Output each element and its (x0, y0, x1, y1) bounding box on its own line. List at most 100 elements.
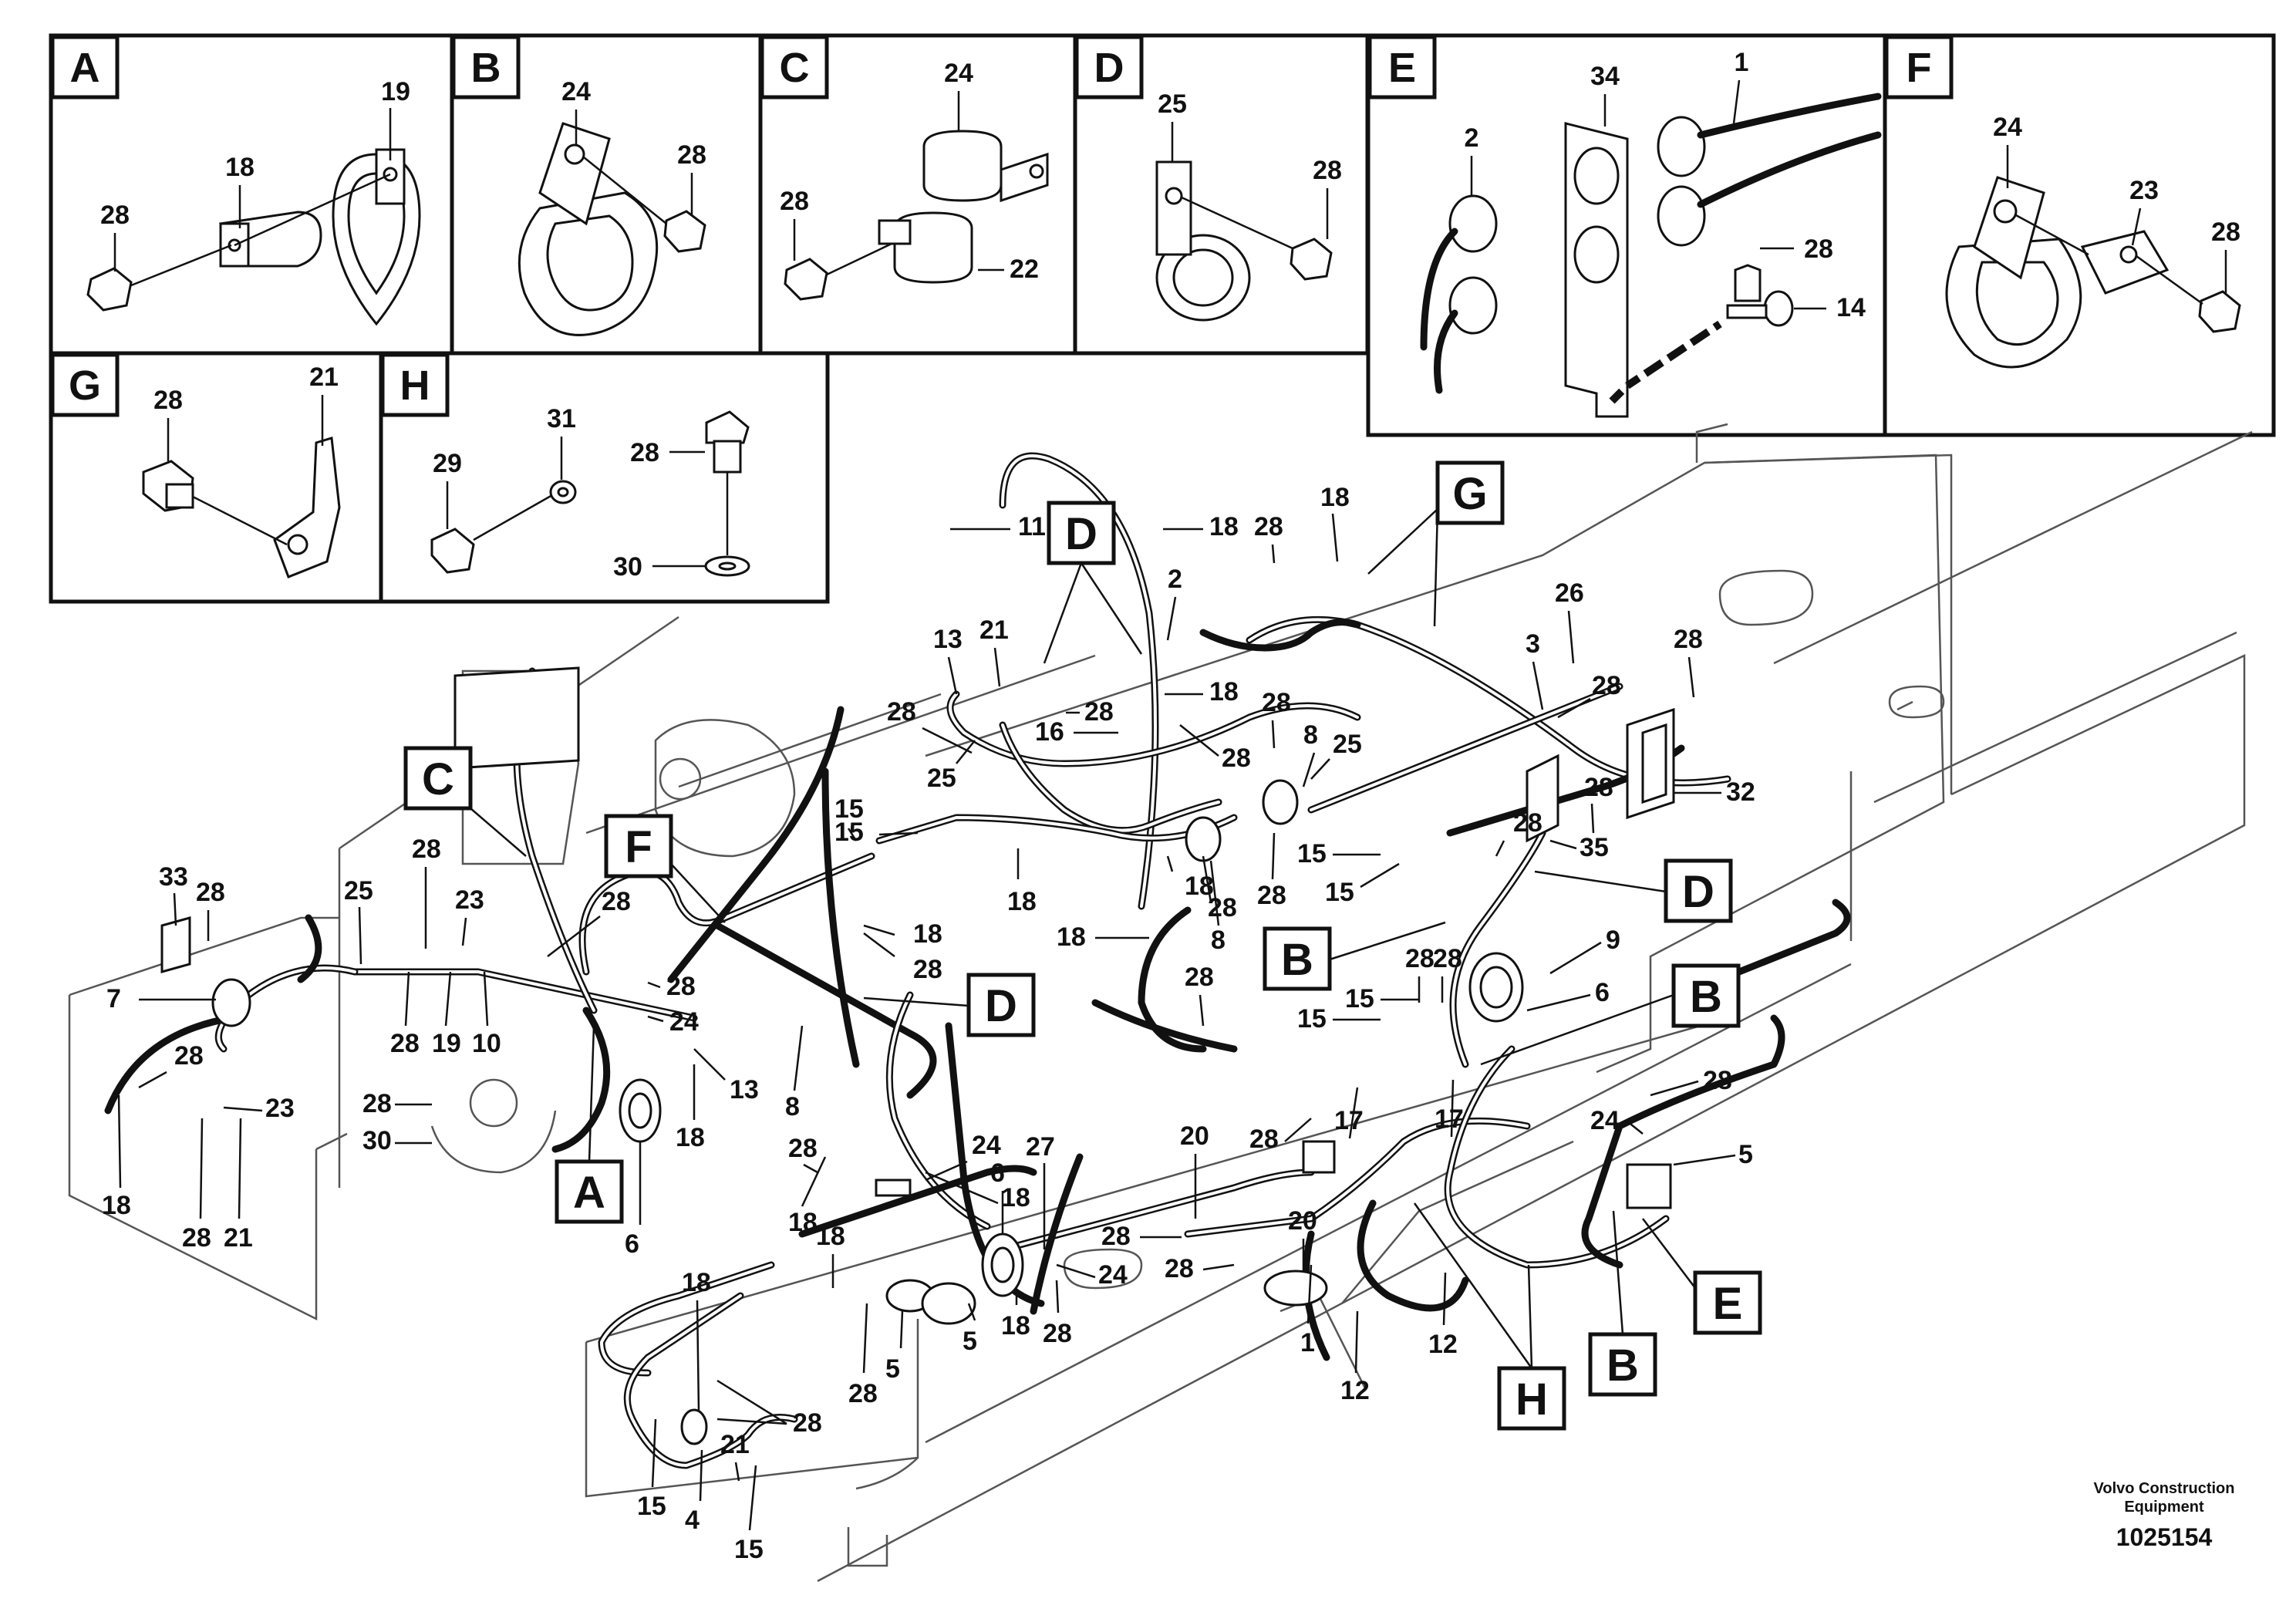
detail-panel-a: A 19 18 28 (50, 35, 421, 326)
part-label: 5 (963, 1327, 977, 1356)
part-labels: 11 18 28 18 2 13 21 18 28 16 28 28 25 (102, 483, 1755, 1564)
part-label: 4 (685, 1506, 700, 1535)
part-label: 6 (1595, 978, 1610, 1007)
detail-panels-ef-frame (1366, 33, 2276, 437)
part-label: 18 (1209, 512, 1239, 541)
part-label: 23 (455, 885, 484, 915)
part-label: 28 (1592, 671, 1621, 700)
detail-e-label-14: 14 (1836, 293, 1866, 322)
detail-panel-d: D 25 28 (1074, 35, 1342, 322)
part-label: 28 (1262, 688, 1291, 717)
detail-panel-h-letter: H (400, 363, 430, 409)
part-label: 13 (730, 1075, 759, 1104)
part-label: 25 (1333, 730, 1362, 759)
part-label: 28 (1185, 963, 1214, 992)
part-label: 28 (174, 1041, 204, 1071)
part-label: 17 (1334, 1106, 1364, 1135)
part-label: 28 (1405, 944, 1435, 973)
part-label: 28 (196, 878, 225, 907)
part-label: 30 (362, 1126, 392, 1155)
part-label: 28 (390, 1029, 420, 1058)
part-label: 28 (412, 835, 441, 864)
main-callouts: D G C F D B D B A H (403, 460, 1762, 1431)
callout-b-1-box (1263, 926, 1332, 991)
part-label: 6 (625, 1229, 639, 1259)
part-label: 18 (1007, 887, 1037, 916)
detail-f-label-24: 24 (1993, 113, 2022, 142)
part-label: 28 (1254, 512, 1283, 541)
part-label: 21 (224, 1223, 253, 1253)
callout-d-1-box (1047, 501, 1116, 565)
detail-panel-f: F 24 23 28 (1884, 35, 2241, 369)
callout-g-box (1435, 460, 1505, 525)
detail-c-label-28: 28 (780, 187, 809, 216)
detail-b-label-24: 24 (561, 77, 591, 106)
wiring-harness (104, 452, 1851, 1469)
detail-f-label-28: 28 (2211, 218, 2240, 247)
part-label: 24 (972, 1131, 1001, 1160)
part-label: 28 (1513, 808, 1542, 838)
detail-panel-g-letter: G (69, 363, 101, 409)
callout-d-2: D (1682, 867, 1714, 917)
part-label: 28 (1101, 1222, 1131, 1251)
part-label: 6 (990, 1158, 1005, 1188)
part-label: 15 (1325, 878, 1354, 907)
part-label: 18 (1209, 677, 1239, 706)
detail-panel-a-letter: A (70, 45, 100, 91)
detail-e-label-2: 2 (1465, 123, 1479, 153)
part-label: 28 (1703, 1066, 1732, 1095)
detail-f-label-23: 23 (2129, 176, 2159, 205)
part-label: 8 (785, 1092, 800, 1121)
part-label: 2 (1168, 565, 1182, 594)
part-label: 18 (1320, 483, 1350, 512)
part-label: 25 (344, 876, 373, 905)
part-label: 28 (1584, 773, 1613, 802)
part-label: 19 (432, 1029, 461, 1058)
part-label: 17 (1435, 1104, 1464, 1134)
part-label: 8 (1303, 720, 1318, 750)
part-label: 18 (682, 1268, 711, 1297)
detail-g-label-28: 28 (153, 386, 183, 415)
detail-panels: A 19 18 28 B (49, 33, 2276, 604)
part-label: 33 (159, 862, 188, 892)
part-label: 28 (913, 955, 942, 984)
part-label: 9 (1606, 926, 1620, 955)
part-label: 18 (676, 1123, 705, 1152)
footer-company-line1: Volvo Construction (2094, 1480, 2235, 1497)
callout-d-1: D (1065, 509, 1097, 559)
part-label: 18 (1001, 1183, 1030, 1212)
callout-b-3: B (1607, 1340, 1639, 1391)
part-label: 28 (1674, 625, 1703, 654)
callout-b-1: B (1281, 935, 1313, 985)
part-label: 5 (885, 1354, 900, 1384)
part-label: 28 (1257, 881, 1286, 910)
part-label: 28 (848, 1379, 878, 1408)
part-label: 23 (265, 1094, 295, 1123)
detail-h-label-31: 31 (547, 404, 576, 433)
part-label: 25 (927, 764, 956, 793)
detail-panel-c-letter: C (780, 45, 810, 91)
part-label: 20 (1288, 1206, 1317, 1236)
part-label: 28 (666, 972, 696, 1001)
footer-company-line2: Equipment (2124, 1499, 2204, 1516)
part-label: 18 (913, 919, 942, 949)
detail-g-label-21: 21 (309, 363, 339, 392)
detail-a-label-19: 19 (381, 77, 410, 106)
part-label: 28 (793, 1408, 822, 1438)
part-label: 15 (834, 818, 864, 847)
part-label: 13 (933, 625, 963, 654)
part-label: 10 (472, 1029, 501, 1058)
part-label: 1 (1300, 1328, 1315, 1357)
part-label: 15 (1297, 1004, 1327, 1034)
part-label: 15 (637, 1492, 666, 1521)
part-label: 28 (1433, 944, 1462, 973)
part-label: 18 (788, 1208, 818, 1237)
part-label: 24 (1590, 1106, 1620, 1135)
part-label: 24 (669, 1007, 699, 1037)
detail-a-label-28: 28 (100, 201, 130, 230)
detail-a-label-18: 18 (225, 153, 255, 182)
part-label: 32 (1726, 777, 1755, 807)
part-label: 15 (734, 1535, 764, 1564)
callout-a: A (573, 1168, 605, 1218)
